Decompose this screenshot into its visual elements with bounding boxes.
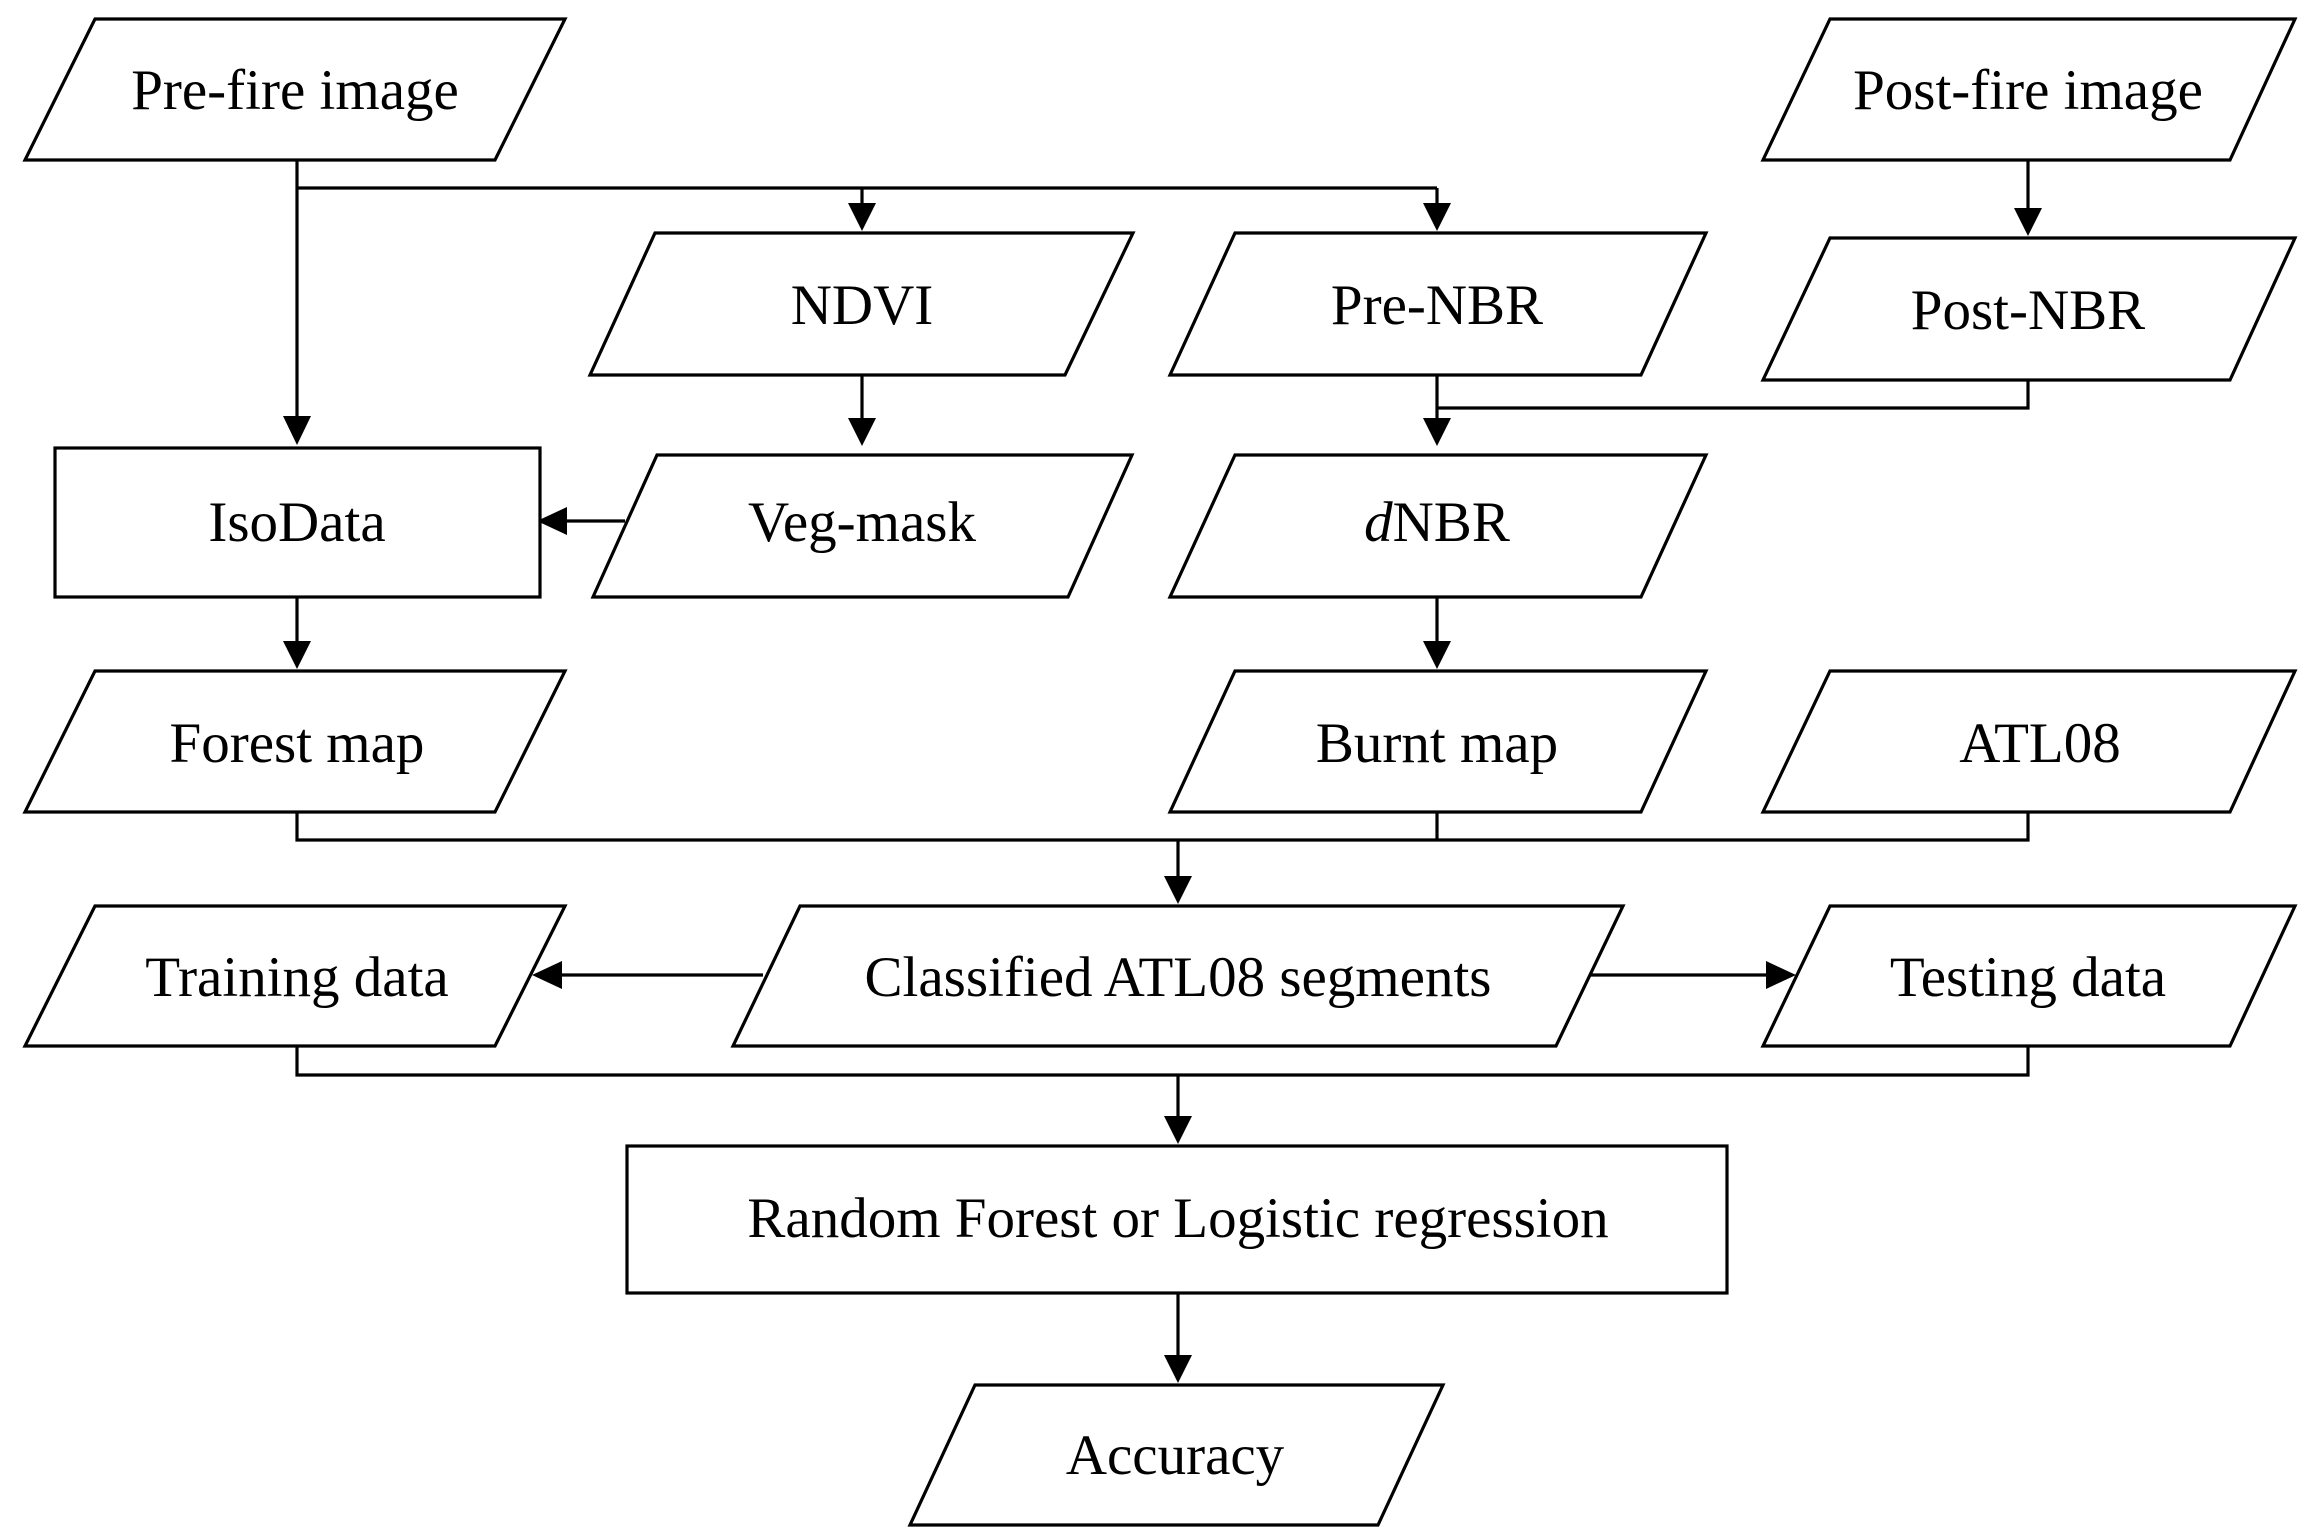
arrow-into-prenbr xyxy=(1423,203,1451,231)
arrow-into-forestmap xyxy=(283,641,311,669)
node-label: Classified ATL08 segments xyxy=(865,946,1492,1009)
arrow-into-ndvi xyxy=(848,203,876,231)
parallelogram-shape xyxy=(1760,236,2298,382)
arrow-into-classifier xyxy=(1164,1116,1192,1144)
parallelogram-shape xyxy=(1760,669,2298,814)
node-forest-map: Forest map xyxy=(22,669,568,814)
node-dnbr: dNBR xyxy=(1167,453,1709,599)
connectors xyxy=(283,160,2042,1383)
node-label: Training data xyxy=(145,946,448,1009)
node-label: Post-NBR xyxy=(1911,279,2145,342)
arrow-into-postnbr xyxy=(2014,208,2042,236)
node-pre-fire-image: Pre-fire image xyxy=(22,17,568,162)
node-label: ATL08 xyxy=(1959,712,2120,775)
node-label: NDVI xyxy=(791,274,933,337)
node-label: dNBR xyxy=(1364,491,1510,554)
parallelogram-shape xyxy=(1167,453,1709,599)
node-label: Veg-mask xyxy=(748,491,976,554)
node-veg-mask: Veg-mask xyxy=(590,453,1135,599)
edge-merge-to-classifier xyxy=(295,1046,2030,1118)
edge-merge-to-classified xyxy=(295,812,2030,878)
node-burnt-map: Burnt map xyxy=(1167,669,1709,814)
arrow-into-training xyxy=(532,961,562,989)
parallelogram-shape xyxy=(587,231,1136,377)
dnbr-italic-prefix: d xyxy=(1364,491,1393,554)
node-isodata: IsoData xyxy=(53,446,542,599)
arrow-into-classified xyxy=(1164,876,1192,904)
node-label: Accuracy xyxy=(1066,1424,1285,1487)
node-classified-atl08-segments: Classified ATL08 segments xyxy=(730,904,1626,1048)
arrow-into-testing xyxy=(1766,961,1796,989)
parallelogram-shape xyxy=(1167,669,1709,814)
parallelogram-shape xyxy=(1167,231,1709,377)
node-ndvi: NDVI xyxy=(587,231,1136,377)
node-classifier: Random Forest or Logistic regression xyxy=(625,1144,1729,1295)
node-testing-data: Testing data xyxy=(1760,904,2298,1048)
node-label: Forest map xyxy=(170,712,425,775)
parallelogram-shape xyxy=(22,669,568,814)
node-post-nbr: Post-NBR xyxy=(1760,236,2298,382)
node-label: IsoData xyxy=(208,491,385,554)
arrow-into-accuracy xyxy=(1164,1355,1192,1383)
parallelogram-shape xyxy=(22,904,568,1048)
node-label: Testing data xyxy=(1890,946,2166,1009)
node-training-data: Training data xyxy=(22,904,568,1048)
node-post-fire-image: Post-fire image xyxy=(1760,17,2298,162)
process-box xyxy=(53,446,542,599)
parallelogram-shape xyxy=(907,1383,1446,1527)
node-label: Random Forest or Logistic regression xyxy=(747,1187,1608,1250)
dnbr-suffix: NBR xyxy=(1393,491,1510,554)
parallelogram-shape xyxy=(590,453,1135,599)
arrow-into-vegmask xyxy=(848,418,876,446)
arrow-into-dnbr xyxy=(1423,418,1451,446)
parallelogram-shape xyxy=(730,904,1626,1048)
node-label: Burnt map xyxy=(1316,712,1558,775)
parallelogram-shape xyxy=(22,17,568,162)
node-label: Pre-NBR xyxy=(1331,274,1543,337)
node-accuracy: Accuracy xyxy=(907,1383,1446,1527)
process-box xyxy=(625,1144,1729,1295)
node-label: Pre-fire image xyxy=(131,59,459,122)
edge-postnbr-to-dnbr xyxy=(1437,380,2030,410)
arrow-into-burntmap xyxy=(1423,641,1451,669)
arrow-into-isodata-side xyxy=(537,507,567,535)
arrow-into-isodata xyxy=(283,416,311,445)
parallelogram-shape xyxy=(1760,17,2298,162)
node-label: Post-fire image xyxy=(1853,59,2203,122)
parallelogram-shape xyxy=(1760,904,2298,1048)
node-atl08: ATL08 xyxy=(1760,669,2298,814)
node-pre-nbr: Pre-NBR xyxy=(1167,231,1709,377)
